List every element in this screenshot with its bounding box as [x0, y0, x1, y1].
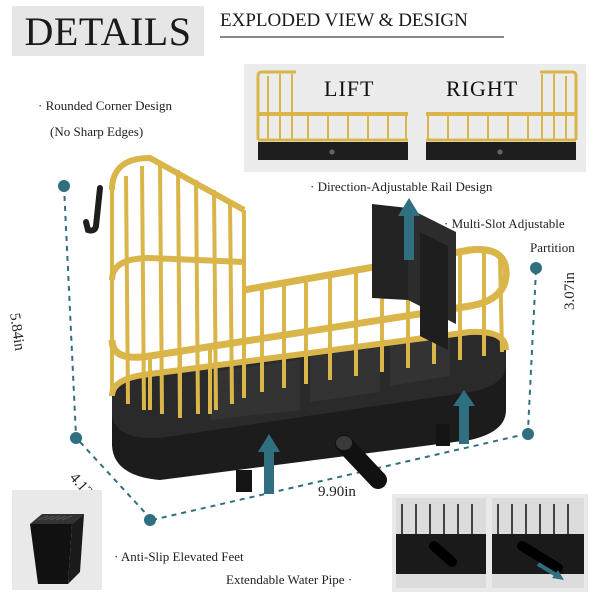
dimension-partition-height: 3.07in: [562, 272, 578, 310]
foot-illustration: [30, 514, 84, 584]
dimension-endpoints: [58, 180, 542, 526]
rail-direction-inset: LIFT RIGHT: [244, 64, 586, 172]
partition-panel: [372, 204, 456, 350]
feature-partition: Partition: [530, 240, 575, 255]
feature-no-sharp-edges: (No Sharp Edges): [50, 124, 144, 139]
feature-multi-slot: · Multi-Slot Adjustable: [444, 216, 565, 231]
feature-water-pipe: Extendable Water Pipe ·: [226, 572, 353, 587]
feature-anti-slip: · Anti-Slip Elevated Feet: [114, 549, 244, 564]
water-pipe-inset: [392, 494, 588, 592]
left-rack-illustration: [256, 70, 408, 160]
title-box: DETAILS: [12, 6, 204, 56]
subtitle-underline: [220, 36, 504, 38]
hook-icon: [83, 185, 103, 234]
inset-left-label: LIFT: [324, 76, 375, 101]
water-pipe-illustration: [396, 498, 584, 588]
right-rack-illustration: [426, 70, 578, 160]
rail-direction-illustration: [256, 70, 578, 160]
feature-direction-rail: · Direction-Adjustable Rail Design: [310, 179, 493, 194]
anti-slip-feet-inset: [12, 490, 102, 590]
gold-rack: [108, 154, 510, 419]
feature-rounded-corner: · Rounded Corner Design: [38, 98, 172, 113]
page-subtitle: EXPLODED VIEW & DESIGN: [220, 10, 468, 31]
page-title: DETAILS: [24, 8, 192, 54]
dimension-lines: [63, 185, 537, 521]
lift-arrows: [258, 198, 475, 494]
dimension-length: 9.90in: [318, 484, 356, 500]
inset-right-label: RIGHT: [446, 76, 519, 101]
